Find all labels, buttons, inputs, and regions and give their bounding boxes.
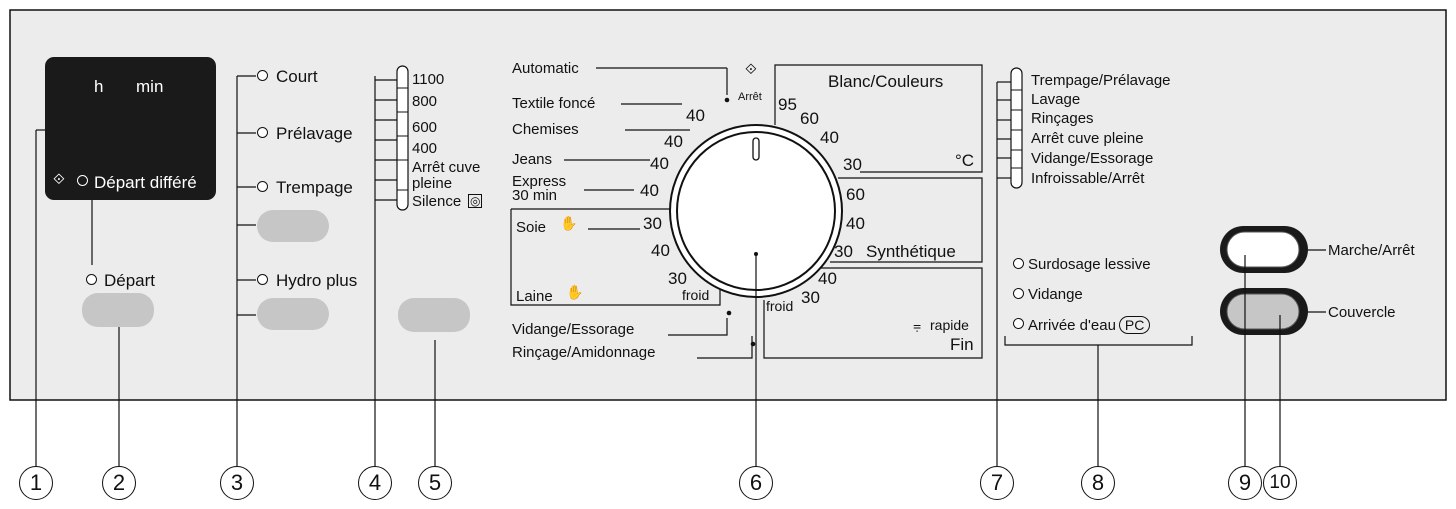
display-hours-label: h: [94, 77, 104, 96]
program-soie: Soie: [516, 219, 547, 236]
bottom-temp-40: 40: [818, 269, 837, 288]
delayed-start-led: [77, 175, 88, 186]
spin-800: 800: [412, 93, 438, 110]
phase-rincages: Rinçages: [1031, 110, 1094, 127]
power-button[interactable]: [1227, 232, 1299, 267]
warning-vidange-led: [1013, 288, 1024, 299]
program-chemises: Chemises: [512, 121, 579, 138]
warning-vidange: Vidange: [1028, 286, 1083, 303]
program-synthetique: Synthétique: [866, 242, 956, 261]
option-prelavage-led: [257, 127, 268, 138]
option-hydro-plus-label: Hydro plus: [276, 271, 358, 290]
phase-arret-cuve-pleine: Arrêt cuve pleine: [1031, 130, 1144, 147]
callout-8: 8: [1081, 466, 1115, 500]
spin-400: 400: [412, 140, 438, 157]
program-jeans: Jeans: [512, 151, 553, 168]
program-laine: Laine: [516, 288, 553, 305]
phase-infroissable-arret: Infroissable/Arrêt: [1031, 170, 1145, 187]
program-soie-temp-1: 30: [643, 214, 662, 233]
blanc-temp-40: 40: [820, 128, 839, 147]
program-fin: Fin: [950, 335, 974, 354]
callout-3: 3: [220, 466, 254, 500]
handwash-icon: ✋: [560, 215, 578, 231]
silence-icon: ◎: [468, 194, 483, 208]
program-soie-temp-2: 40: [651, 241, 670, 260]
program-rincage: Rinçage/Amidonnage: [512, 344, 656, 361]
spin-speed-button[interactable]: [398, 298, 470, 332]
callout-6: 6: [739, 466, 773, 500]
option-button-bottom[interactable]: [257, 298, 329, 330]
program-blanc-couleurs: Blanc/Couleurs: [828, 72, 944, 91]
program-arret: Arrêt: [738, 91, 762, 103]
option-trempage-led: [257, 181, 268, 192]
start-button[interactable]: [82, 293, 154, 327]
lid-label: Couvercle: [1328, 304, 1396, 321]
bottom-froid: froid: [766, 298, 794, 314]
spin-pleine: pleine: [412, 175, 453, 192]
blanc-temp-60: 60: [800, 109, 819, 128]
rapide-label: rapide: [930, 317, 969, 333]
phase-trempage-prelavage: Trempage/Prélavage: [1031, 72, 1171, 89]
warning-surdosage: Surdosage lessive: [1028, 256, 1151, 273]
option-court-label: Court: [276, 67, 318, 86]
option-court-led: [257, 70, 268, 81]
program-laine-froid: froid: [682, 287, 710, 303]
delayed-start-icon: ⟐: [53, 171, 65, 188]
program-express-time: 30 min: [512, 187, 558, 204]
program-express-temp: 40: [640, 181, 659, 200]
spin-600: 600: [412, 119, 438, 136]
pc-badge: PC: [1118, 316, 1151, 334]
program-chemises-temp: 40: [664, 132, 683, 151]
synth-temp-60: 60: [846, 185, 865, 204]
bottom-temp-30: 30: [801, 288, 820, 307]
program-jeans-temp: 40: [650, 154, 669, 173]
blanc-temp-95: 95: [778, 95, 797, 114]
callout-2: 2: [102, 466, 136, 500]
program-automatic: Automatic: [512, 60, 579, 77]
rapide-icon: ⩦: [913, 317, 922, 333]
phase-lavage: Lavage: [1031, 91, 1081, 108]
spin-silence: Silence: [412, 193, 462, 210]
option-prelavage-label: Prélavage: [276, 124, 353, 143]
warning-arrivee-eau-led: [1013, 318, 1024, 329]
phase-vidange-essorage: Vidange/Essorage: [1031, 150, 1154, 167]
delayed-start-symbol-icon: ⟐: [745, 61, 757, 78]
warning-surdosage-led: [1013, 258, 1024, 269]
program-express: Express: [512, 173, 567, 190]
callout-4: 4: [358, 466, 392, 500]
callout-5: 5: [418, 466, 452, 500]
synth-temp-40: 40: [846, 214, 865, 233]
program-laine-temp: 30: [668, 269, 687, 288]
callout-1: 1: [19, 466, 53, 500]
callout-10: 10: [1263, 466, 1297, 500]
wool-handwash-icon: ✋: [566, 284, 584, 300]
lid-button[interactable]: [1227, 294, 1299, 329]
option-button-top[interactable]: [257, 210, 329, 242]
synth-temp-30: 30: [834, 242, 853, 261]
start-led: [86, 274, 97, 285]
spin-1100: 1100: [412, 71, 445, 88]
callout-9: 9: [1228, 466, 1262, 500]
degree-celsius-label: °C: [955, 151, 975, 170]
program-textile-fonce: Textile foncé: [512, 95, 596, 112]
start-label: Départ: [104, 271, 156, 290]
program-textile-fonce-temp: 40: [686, 106, 705, 125]
warning-arrivee-eau: Arrivée d'eau: [1028, 317, 1116, 334]
display-minutes-label: min: [136, 77, 164, 96]
blanc-temp-30: 30: [843, 155, 862, 174]
power-label: Marche/Arrêt: [1328, 242, 1415, 259]
program-vidange: Vidange/Essorage: [512, 321, 635, 338]
option-trempage-label: Trempage: [276, 178, 353, 197]
spin-arret-cuve: Arrêt cuve: [412, 159, 481, 176]
delayed-start-label: Départ différé: [94, 173, 197, 192]
callout-7: 7: [980, 466, 1014, 500]
option-hydro-plus-led: [257, 274, 268, 285]
